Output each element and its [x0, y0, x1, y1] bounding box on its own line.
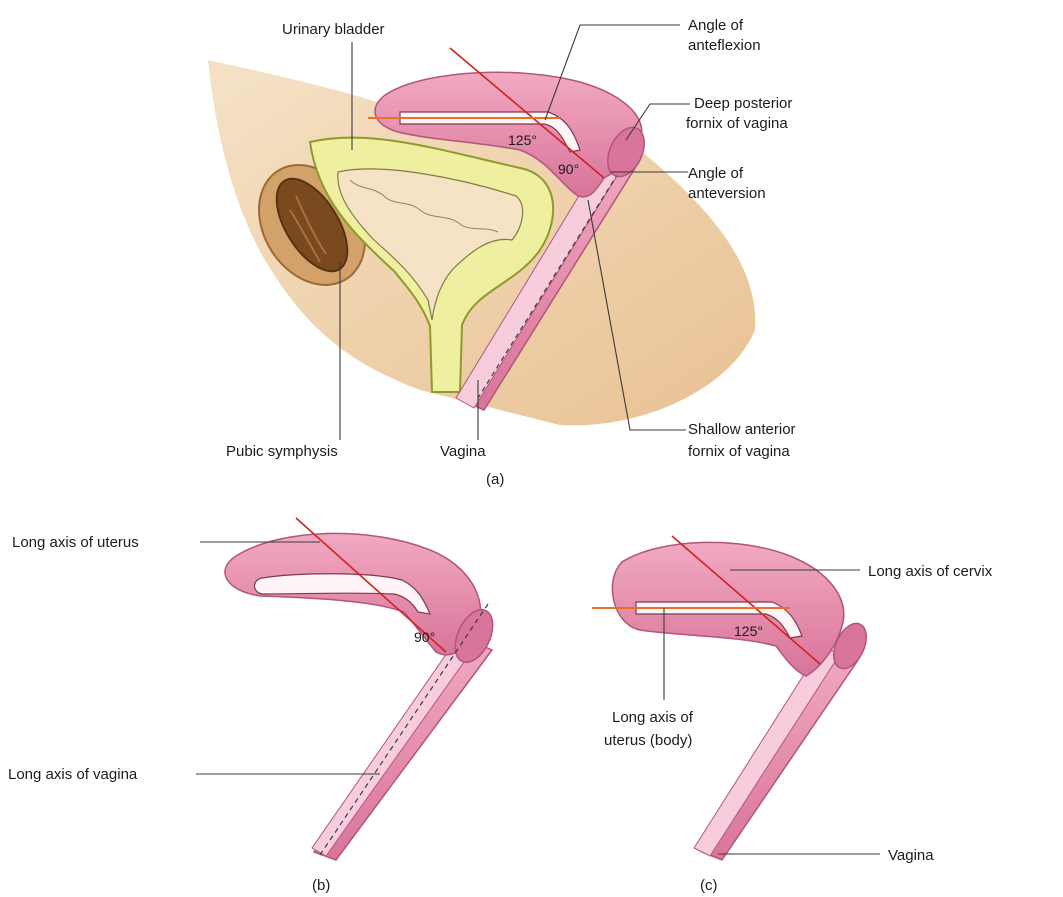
- label-shallow-fornix-1: Shallow anterior: [688, 421, 796, 438]
- angle-125-label-c: 125°: [734, 623, 763, 639]
- label-long-axis-uterus: Long axis of uterus: [12, 534, 139, 551]
- angle-90-label-a: 90°: [558, 161, 579, 177]
- caption-c: (c): [700, 877, 718, 894]
- label-anteflexion-1: Angle of: [688, 17, 744, 34]
- label-pubic-symphysis: Pubic symphysis: [226, 443, 338, 460]
- caption-b: (b): [312, 877, 330, 894]
- label-anteversion-2: anteversion: [688, 185, 766, 202]
- label-urinary-bladder: Urinary bladder: [282, 21, 385, 38]
- angle-90-label-b: 90°: [414, 629, 435, 645]
- uterus-b: [225, 533, 500, 668]
- label-deep-fornix-1: Deep posterior: [694, 95, 792, 112]
- panel-b: 90° Long axis of uterus Long axis of vag…: [8, 518, 500, 894]
- label-long-axis-body-1: Long axis of: [612, 709, 694, 726]
- label-long-axis-body-2: uterus (body): [604, 732, 692, 749]
- label-vagina-a: Vagina: [440, 443, 486, 460]
- vagina-tube-c: [694, 646, 858, 860]
- panel-c: 125° Long axis of cervix Long axis of ut…: [592, 536, 993, 894]
- label-shallow-fornix-2: fornix of vagina: [688, 443, 790, 460]
- panel-a: 125° 90° Urinary bladder Angle of antefl…: [208, 17, 796, 488]
- caption-a: (a): [486, 471, 504, 488]
- angle-125-label-a: 125°: [508, 132, 537, 148]
- label-vagina-c: Vagina: [888, 847, 934, 864]
- label-long-axis-vagina: Long axis of vagina: [8, 766, 138, 783]
- label-deep-fornix-2: fornix of vagina: [686, 115, 788, 132]
- label-anteversion-1: Angle of: [688, 165, 744, 182]
- uterus-c: [612, 542, 872, 676]
- label-long-axis-cervix: Long axis of cervix: [868, 563, 993, 580]
- label-anteflexion-2: anteflexion: [688, 37, 761, 54]
- vagina-tube-b: [312, 640, 492, 860]
